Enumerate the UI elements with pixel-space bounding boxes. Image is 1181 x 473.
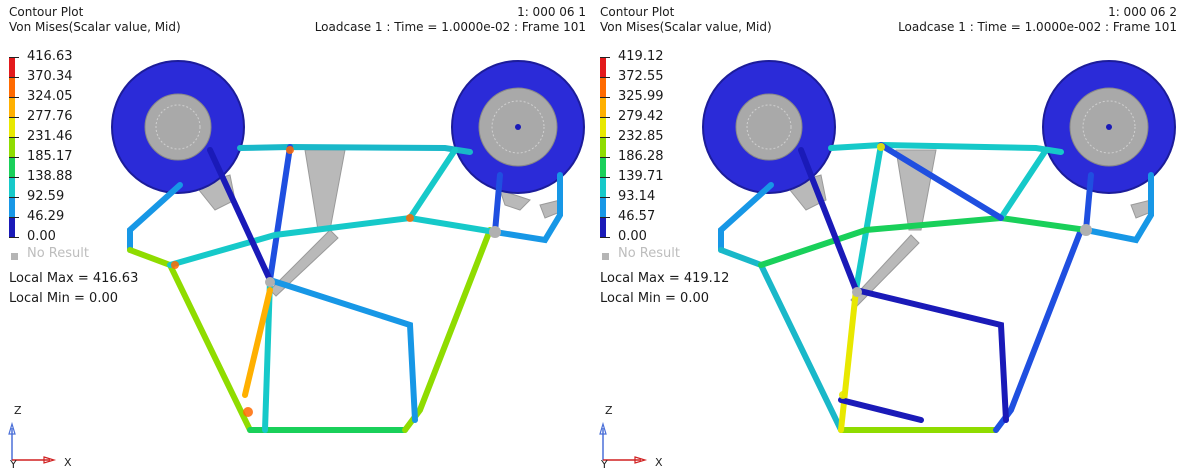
axis-x-label: X (655, 456, 663, 469)
legend-value: 231.46 (27, 129, 73, 144)
legend-value: 325.99 (618, 89, 664, 104)
plot-subtitle: Von Mises(Scalar value, Mid) (9, 20, 181, 34)
local-min-label: Local Min = 0.00 (600, 291, 709, 306)
legend-value: 186.28 (618, 149, 664, 164)
no-result-label: No Result (27, 246, 89, 261)
local-max-label: Local Max = 416.63 (9, 271, 139, 286)
legend-value: 139.71 (618, 169, 664, 184)
legend-value: 370.34 (27, 69, 73, 84)
no-result-swatch (602, 253, 609, 260)
header-loadcase-right: 1: 000 06 2 Loadcase 1 : Time = 1.0000e-… (898, 5, 1177, 35)
legend-value: 279.42 (618, 109, 664, 124)
frame-model-left (111, 60, 585, 433)
axis-y-label: Y (600, 458, 608, 470)
legend-value: 416.63 (27, 49, 73, 64)
legend-value: 277.76 (27, 109, 73, 124)
local-max-label: Local Max = 419.12 (600, 271, 730, 286)
plot-title: Contour Plot (600, 5, 675, 19)
plot-id: 1: 000 06 2 (1108, 5, 1177, 19)
wheel-right-front (451, 60, 585, 194)
axis-triad-icon: Z Y X (599, 404, 663, 471)
header-info-right: Contour Plot Von Mises(Scalar value, Mid… (600, 5, 772, 35)
plot-id: 1: 000 06 1 (517, 5, 586, 19)
legend-value: 419.12 (618, 49, 664, 64)
contour-legend-left[interactable]: 416.63 370.34 324.05 277.76 231.46 185.1… (9, 47, 159, 261)
legend-value: 0.00 (618, 229, 647, 244)
legend-color-bar (600, 57, 606, 237)
legend-value: 232.85 (618, 129, 664, 144)
plot-title: Contour Plot (9, 5, 84, 19)
wheel-right-front (1042, 60, 1176, 194)
viewport-right[interactable]: Contour Plot Von Mises(Scalar value, Mid… (591, 0, 1181, 473)
axis-z-label: Z (14, 404, 22, 417)
legend-value: 138.88 (27, 169, 73, 184)
axis-triad-right: Z Y X (599, 400, 679, 471)
frame-model-right (702, 60, 1176, 433)
plot-subtitle: Von Mises(Scalar value, Mid) (600, 20, 772, 34)
legend-value: 0.00 (27, 229, 56, 244)
legend-value: 372.55 (618, 69, 664, 84)
loadcase-label: Loadcase 1 : Time = 1.0000e-002 : Frame … (898, 20, 1177, 34)
legend-value: 46.29 (27, 209, 65, 224)
header-loadcase-left: 1: 000 06 1 Loadcase 1 : Time = 1.0000e-… (315, 5, 586, 35)
legend-value: 92.59 (27, 189, 65, 204)
header-info-left: Contour Plot Von Mises(Scalar value, Mid… (9, 5, 181, 35)
axis-x-label: X (64, 456, 72, 469)
viewport-left[interactable]: Contour Plot Von Mises(Scalar value, Mid… (0, 0, 590, 473)
loadcase-label: Loadcase 1 : Time = 1.0000e-02 : Frame 1… (314, 20, 586, 34)
legend-value: 324.05 (27, 89, 73, 104)
axis-z-label: Z (605, 404, 613, 417)
wheel-left-front (111, 60, 245, 194)
local-min-label: Local Min = 0.00 (9, 291, 118, 306)
legend-value: 185.17 (27, 149, 73, 164)
axis-triad-icon: Z Y X (8, 404, 72, 471)
no-result-swatch (11, 253, 18, 260)
legend-value: 93.14 (618, 189, 656, 204)
legend-color-bar (9, 57, 15, 237)
axis-triad-left: Z Y X (8, 400, 88, 471)
contour-legend-right[interactable]: 419.12 372.55 325.99 279.42 232.85 186.2… (600, 47, 750, 261)
no-result-label: No Result (618, 246, 680, 261)
axis-y-label: Y (9, 458, 17, 470)
legend-value: 46.57 (618, 209, 656, 224)
